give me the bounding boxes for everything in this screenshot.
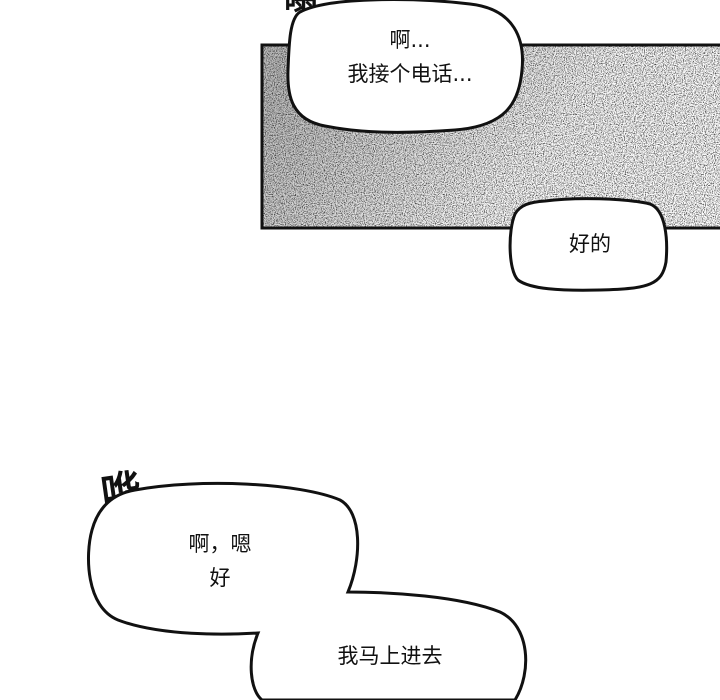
speech-bubble-okay xyxy=(508,197,669,292)
bubble-phone-line-1: 啊... xyxy=(389,28,431,52)
bubble-okay-line-1: 好的 xyxy=(569,232,611,256)
bubble-uh-line-1: 啊，嗯 xyxy=(188,532,252,556)
speech-bubble-pair xyxy=(87,481,528,700)
bubble-coming-line-1: 我马上进去 xyxy=(337,644,443,668)
bubble-phone-line-2: 我接个电话... xyxy=(347,62,473,86)
bubble-uh-line-2: 好 xyxy=(209,566,231,590)
speech-bubble-phone xyxy=(286,0,524,134)
